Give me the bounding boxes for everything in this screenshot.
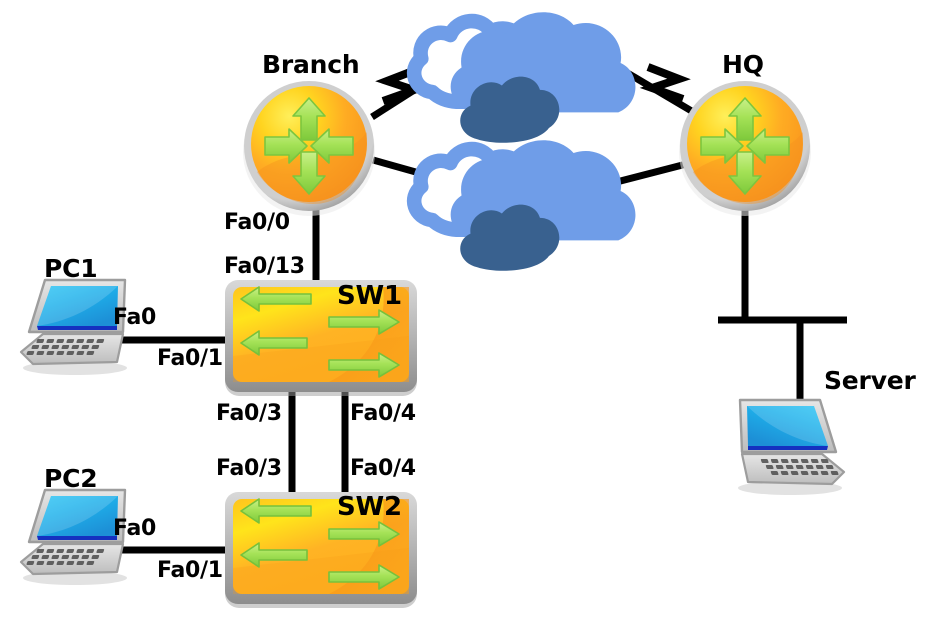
port-label-branch-fa0-0: Fa0/0 [224,210,290,235]
port-label-pc1-fa0: Fa0 [113,305,156,330]
cloud-bottom[interactable] [414,140,635,271]
hq-router-icon[interactable] [678,80,812,217]
branch-router-icon[interactable] [242,80,376,217]
lightning-bolt-icon-left [375,65,427,105]
sw2-label: SW2 [337,492,402,522]
serial-markers [375,63,691,105]
hq-router-label: HQ [722,50,764,79]
lightning-bolt-icon-right [639,63,691,103]
pc1-laptop-icon[interactable] [19,278,129,377]
pc1-label: PC1 [44,254,98,283]
port-label-sw2-fa0-3: Fa0/3 [216,456,282,481]
port-label-sw2-fa0-4: Fa0/4 [350,456,416,481]
port-label-sw1-fa0-1: Fa0/1 [157,346,223,371]
port-label-pc2-fa0: Fa0 [113,516,156,541]
pc2-label: PC2 [44,464,98,493]
server-laptop-icon[interactable] [736,398,846,497]
branch-router-label: Branch [262,50,360,79]
sw1-label: SW1 [337,281,402,311]
pc2-laptop-icon[interactable] [19,488,129,587]
port-label-sw2-fa0-1: Fa0/1 [157,558,223,583]
cloud-top[interactable] [414,12,635,143]
server-label: Server [824,366,916,395]
port-label-sw1-fa0-4: Fa0/4 [350,401,416,426]
port-label-sw1-fa0-3: Fa0/3 [216,401,282,426]
port-label-sw1-fa0-13: Fa0/13 [224,254,305,279]
